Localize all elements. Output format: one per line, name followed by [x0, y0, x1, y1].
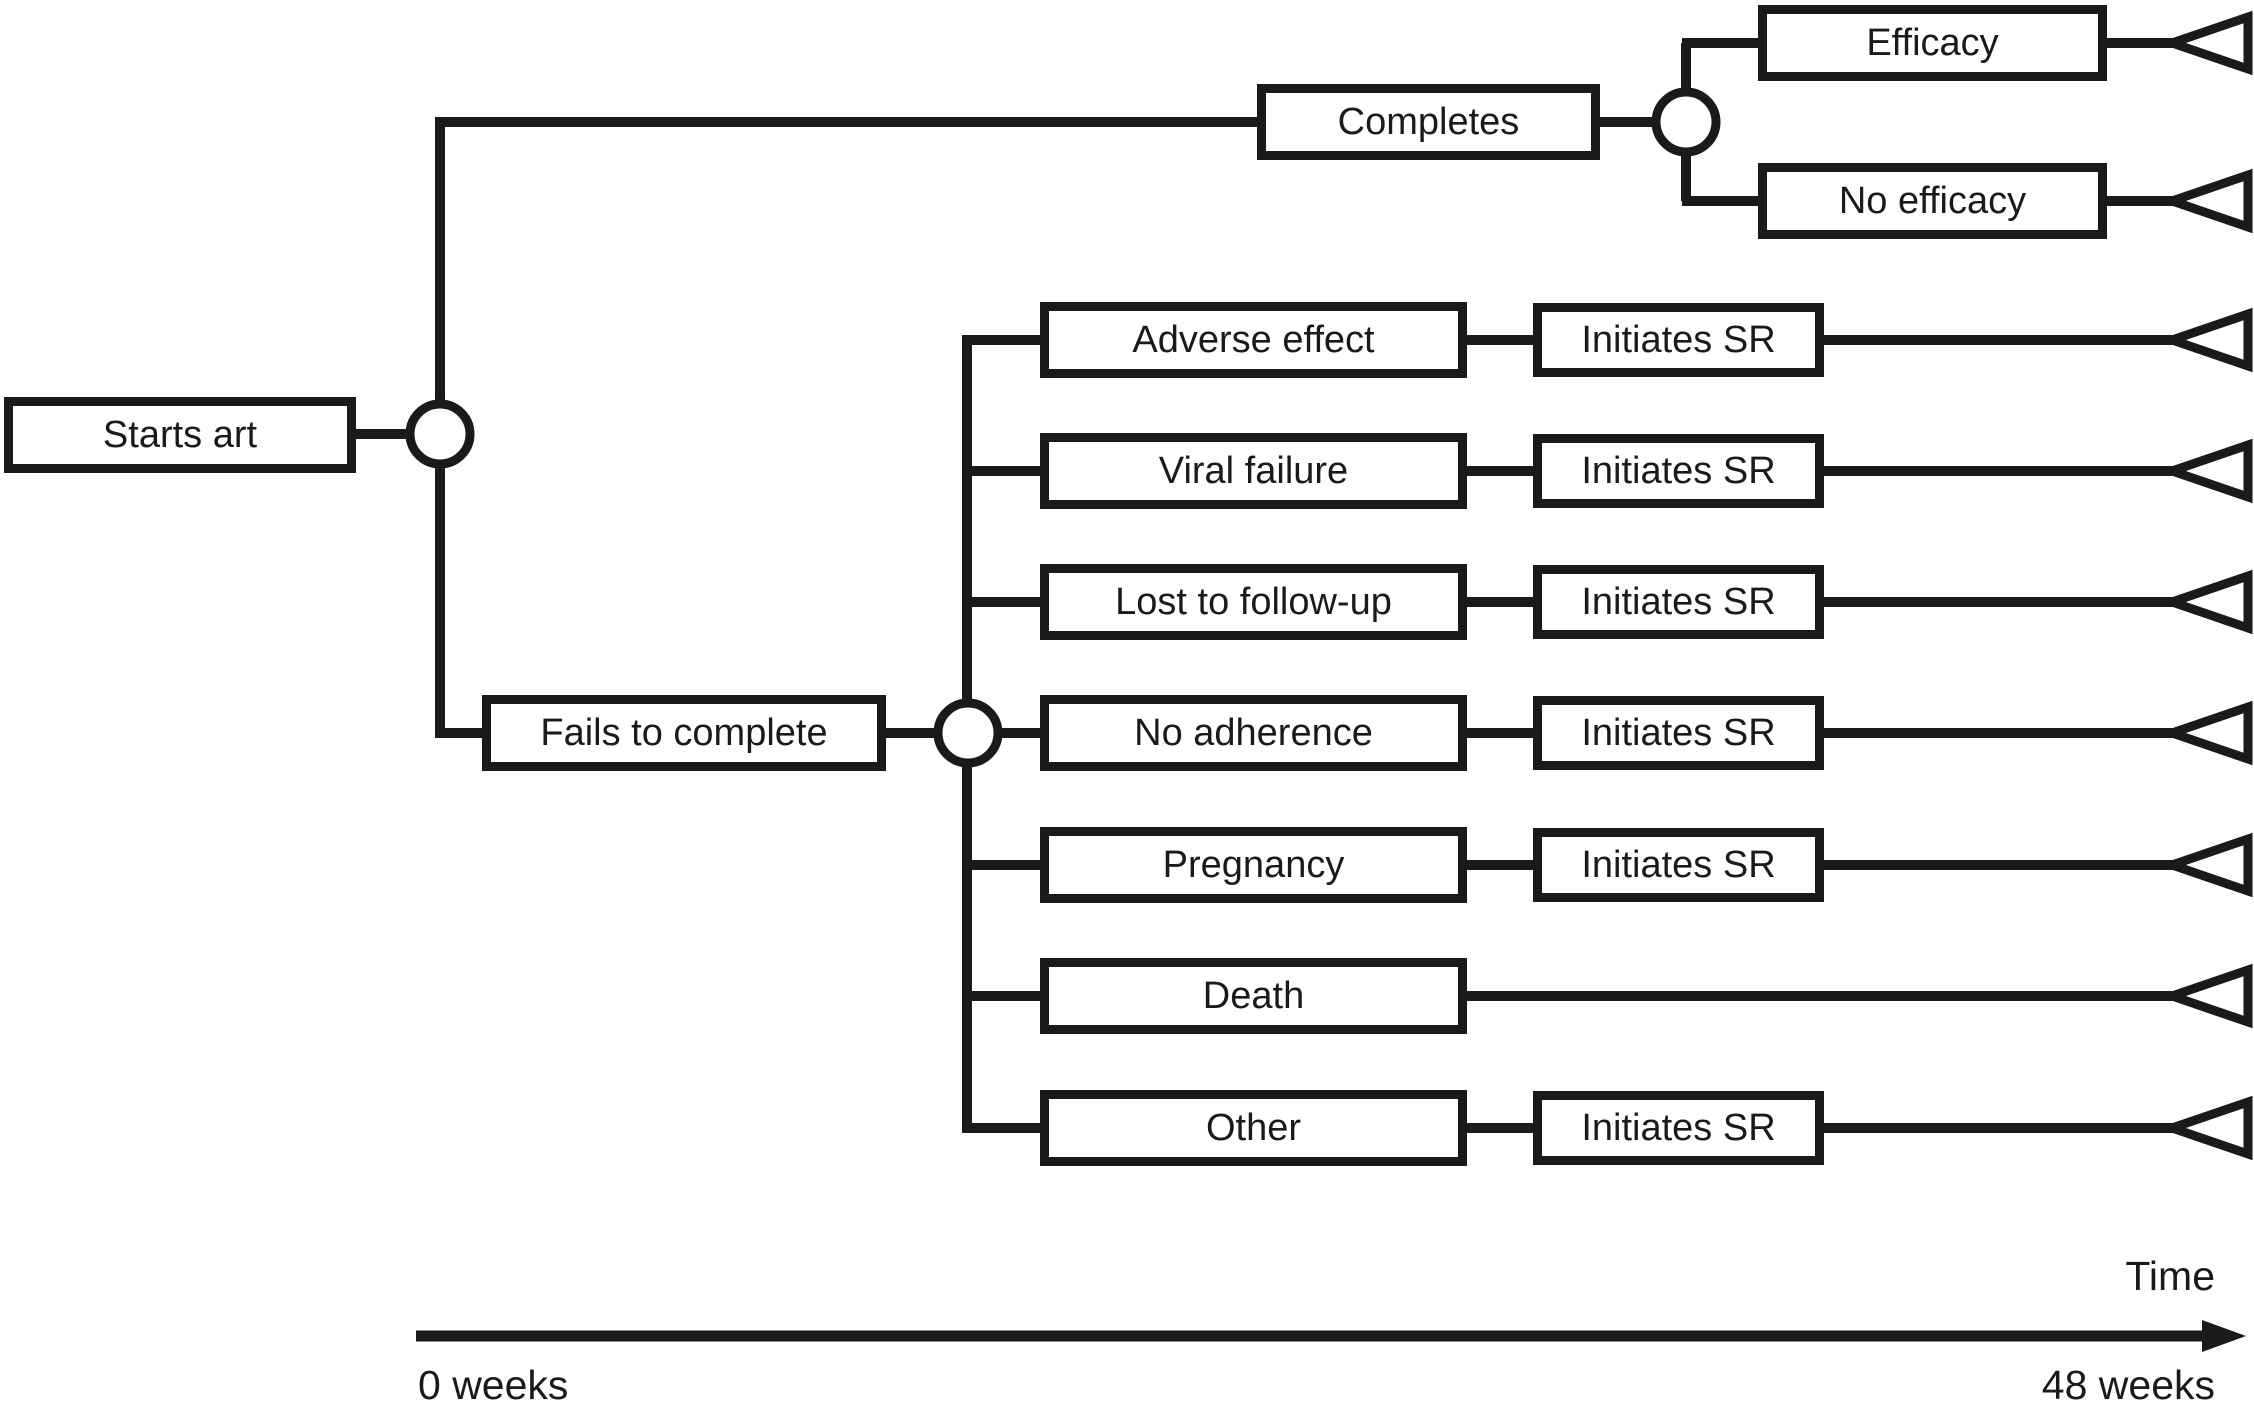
node-initiates-sr-lost-to-follow-up: Initiates SR	[1533, 565, 1824, 639]
node-death: Death	[1040, 958, 1467, 1034]
node-lost-to-follow-up: Lost to follow-up	[1040, 564, 1467, 640]
node-initiates-sr-viral-failure: Initiates SR	[1533, 434, 1824, 508]
terminal-pregnancy	[2158, 832, 2253, 898]
chance-node-root	[405, 399, 475, 469]
terminal-efficacy	[2158, 10, 2253, 76]
node-no-efficacy: No efficacy	[1758, 163, 2107, 239]
node-adverse-effect: Adverse effect	[1040, 302, 1467, 378]
node-efficacy: Efficacy	[1758, 5, 2107, 81]
node-viral-failure: Viral failure	[1040, 433, 1467, 509]
time-axis-start-label: 0 weeks	[418, 1362, 569, 1408]
terminal-no-adherence	[2158, 700, 2253, 766]
terminal-no-efficacy	[2158, 168, 2253, 234]
terminal-viral-failure	[2158, 438, 2253, 504]
node-pregnancy: Pregnancy	[1040, 827, 1467, 903]
chance-node-completes	[1651, 87, 1721, 157]
node-no-adherence: No adherence	[1040, 695, 1467, 771]
node-completes: Completes	[1257, 84, 1600, 160]
chance-node-fails	[933, 698, 1003, 768]
node-initiates-sr-no-adherence: Initiates SR	[1533, 696, 1824, 770]
time-axis-title: Time	[2125, 1253, 2215, 1299]
terminal-death	[2158, 963, 2253, 1029]
terminal-adverse-effect	[2158, 307, 2253, 373]
time-axis-end-label: 48 weeks	[2041, 1362, 2215, 1408]
time-axis-arrowhead	[2202, 1320, 2246, 1352]
terminal-other	[2158, 1095, 2253, 1161]
terminal-lost-to-follow-up	[2158, 569, 2253, 635]
node-initiates-sr-pregnancy: Initiates SR	[1533, 828, 1824, 902]
node-starts-art: Starts art	[4, 397, 356, 473]
node-initiates-sr-other: Initiates SR	[1533, 1091, 1824, 1165]
node-fails-to-complete: Fails to complete	[482, 695, 886, 771]
node-initiates-sr-adverse-effect: Initiates SR	[1533, 303, 1824, 377]
node-other: Other	[1040, 1090, 1467, 1166]
